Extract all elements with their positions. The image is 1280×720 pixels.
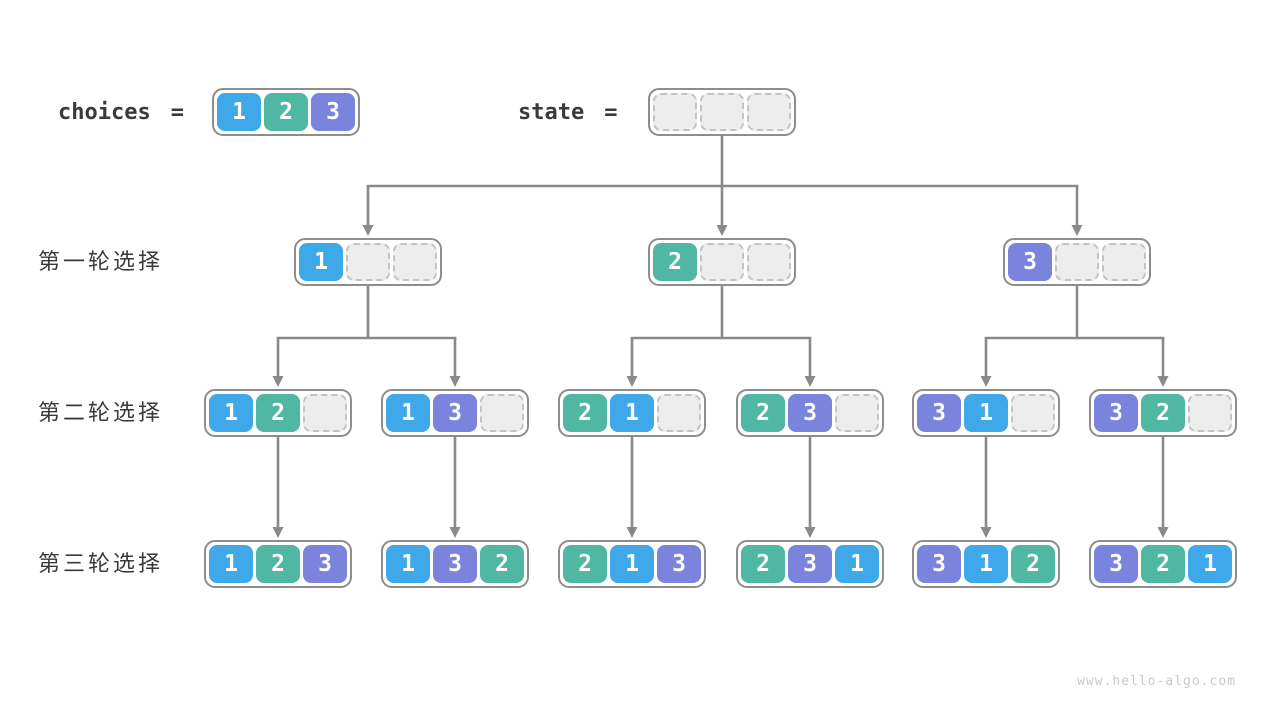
array-cell-empty xyxy=(700,243,744,281)
array-cell-empty xyxy=(1102,243,1146,281)
array-cell-filled: 2 xyxy=(480,545,524,583)
array-cell-filled: 2 xyxy=(1141,394,1185,432)
array-cell-empty xyxy=(835,394,879,432)
array-cell-filled: 3 xyxy=(1094,545,1138,583)
state-node: 1 xyxy=(294,238,442,286)
array-cell-filled: 1 xyxy=(964,545,1008,583)
array-cell-filled: 3 xyxy=(1008,243,1052,281)
array-cell-filled: 1 xyxy=(217,93,261,131)
array-cell-filled: 3 xyxy=(788,545,832,583)
array-cell-filled: 3 xyxy=(788,394,832,432)
equals-sign: = xyxy=(170,99,184,125)
array-cell-filled: 2 xyxy=(741,545,785,583)
array-cell-filled: 2 xyxy=(563,545,607,583)
array-cell-empty xyxy=(480,394,524,432)
array-cell-empty xyxy=(747,93,791,131)
choices-label: choices xyxy=(58,99,151,125)
state-label: state xyxy=(518,99,585,125)
array-cell-filled: 1 xyxy=(610,394,654,432)
array-cell-filled: 3 xyxy=(311,93,355,131)
array-cell-empty xyxy=(657,394,701,432)
array-cell-empty xyxy=(653,93,697,131)
array-cell-empty xyxy=(346,243,390,281)
array-cell-filled: 1 xyxy=(1188,545,1232,583)
array-cell-filled: 3 xyxy=(917,394,961,432)
state-array xyxy=(648,88,796,136)
array-cell-filled: 1 xyxy=(386,545,430,583)
array-cell-filled: 2 xyxy=(563,394,607,432)
array-cell-empty xyxy=(1055,243,1099,281)
array-cell-filled: 1 xyxy=(835,545,879,583)
array-cell-empty xyxy=(1011,394,1055,432)
array-cell-filled: 1 xyxy=(964,394,1008,432)
array-cell-filled: 2 xyxy=(1011,545,1055,583)
array-cell-empty xyxy=(1188,394,1232,432)
array-cell-empty xyxy=(303,394,347,432)
array-cell-filled: 2 xyxy=(264,93,308,131)
array-cell-filled: 1 xyxy=(209,545,253,583)
array-cell-filled: 2 xyxy=(256,545,300,583)
array-cell-filled: 3 xyxy=(657,545,701,583)
state-node: 2 xyxy=(648,238,796,286)
round-label: 第一轮选择 xyxy=(38,249,164,274)
array-cell-filled: 1 xyxy=(386,394,430,432)
array-cell-filled: 3 xyxy=(433,394,477,432)
array-cell-filled: 1 xyxy=(209,394,253,432)
array-cell-empty xyxy=(747,243,791,281)
array-cell-filled: 2 xyxy=(256,394,300,432)
array-cell-filled: 2 xyxy=(653,243,697,281)
array-cell-filled: 1 xyxy=(610,545,654,583)
round-label: 第二轮选择 xyxy=(38,400,164,425)
equals-sign: = xyxy=(604,99,618,125)
round-label: 第三轮选择 xyxy=(38,551,164,576)
array-cell-filled: 3 xyxy=(917,545,961,583)
state-expression: state = xyxy=(518,88,617,136)
array-cell-filled: 1 xyxy=(299,243,343,281)
choices-expression: choices = xyxy=(58,88,184,136)
array-cell-filled: 3 xyxy=(433,545,477,583)
watermark: www.hello-algo.com xyxy=(1077,674,1236,689)
array-cell-empty xyxy=(700,93,744,131)
array-cell-filled: 2 xyxy=(1141,545,1185,583)
state-node: 3 xyxy=(1003,238,1151,286)
array-cell-filled: 3 xyxy=(1094,394,1138,432)
array-cell-filled: 2 xyxy=(741,394,785,432)
array-cell-empty xyxy=(393,243,437,281)
array-cell-filled: 3 xyxy=(303,545,347,583)
